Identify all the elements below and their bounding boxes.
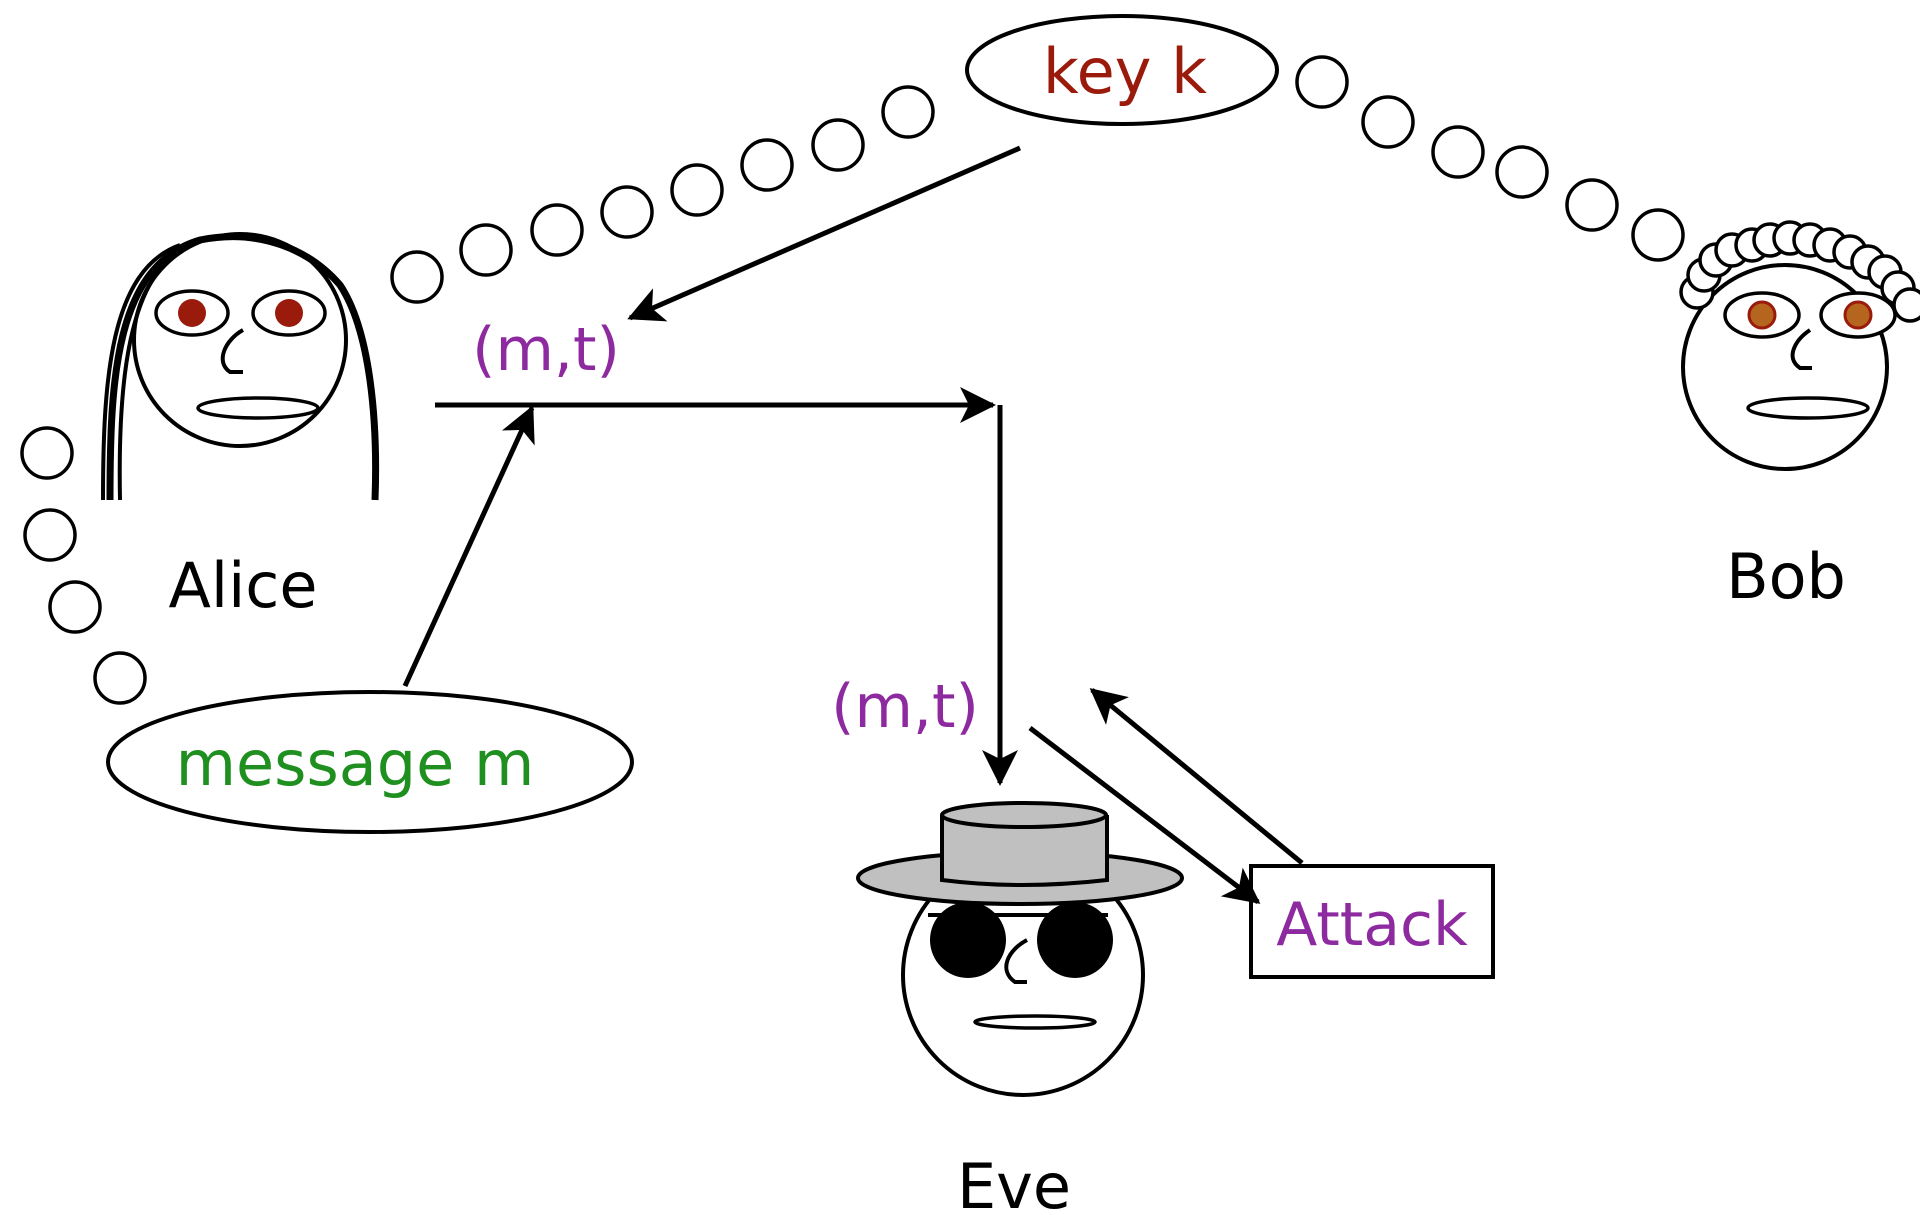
eve-hat-icon xyxy=(940,815,1109,887)
alice-message-chain xyxy=(20,426,147,705)
bob-eye-icon xyxy=(1843,300,1873,330)
alice-label: Alice xyxy=(168,549,317,622)
eve-to-attack-arrow xyxy=(1028,726,1261,904)
attack-to-eve-arrow xyxy=(1089,688,1304,865)
bob-label: Bob xyxy=(1726,540,1846,613)
eve-label: Eve xyxy=(957,1150,1071,1215)
message-label: message m xyxy=(176,727,535,800)
alice-key-chain xyxy=(390,85,935,304)
sent-pair-label: (m,t) xyxy=(472,315,620,385)
eve-sunglasses-icon xyxy=(930,902,1006,978)
eve-mouth-icon xyxy=(973,1014,1097,1030)
received-pair-label: (m,t) xyxy=(831,672,979,742)
key-label: key k xyxy=(1043,35,1207,108)
key-to-mac-arrow xyxy=(627,145,1021,322)
key-node: key k xyxy=(965,14,1279,126)
bob-figure: Bob xyxy=(1679,220,1920,613)
attack-node: Attack xyxy=(1249,864,1495,979)
key-bob-chain xyxy=(1295,55,1685,262)
alice-figure: Alice xyxy=(101,232,380,622)
eve-figure: Eve xyxy=(856,801,1184,1215)
attack-label: Attack xyxy=(1276,890,1468,960)
bob-curly-hair-icon xyxy=(1679,220,1920,323)
alice-eye-icon xyxy=(275,299,303,327)
alice-mouth-icon xyxy=(196,396,320,420)
eve-sunglasses-icon xyxy=(1037,902,1113,978)
alice-eye-icon xyxy=(178,299,206,327)
bob-mouth-icon xyxy=(1746,396,1870,420)
message-node: message m xyxy=(106,690,634,834)
alice-hair-icon xyxy=(106,233,380,501)
message-to-mac-arrow xyxy=(402,405,535,688)
arrows xyxy=(402,145,1304,904)
bob-eye-icon xyxy=(1747,300,1777,330)
